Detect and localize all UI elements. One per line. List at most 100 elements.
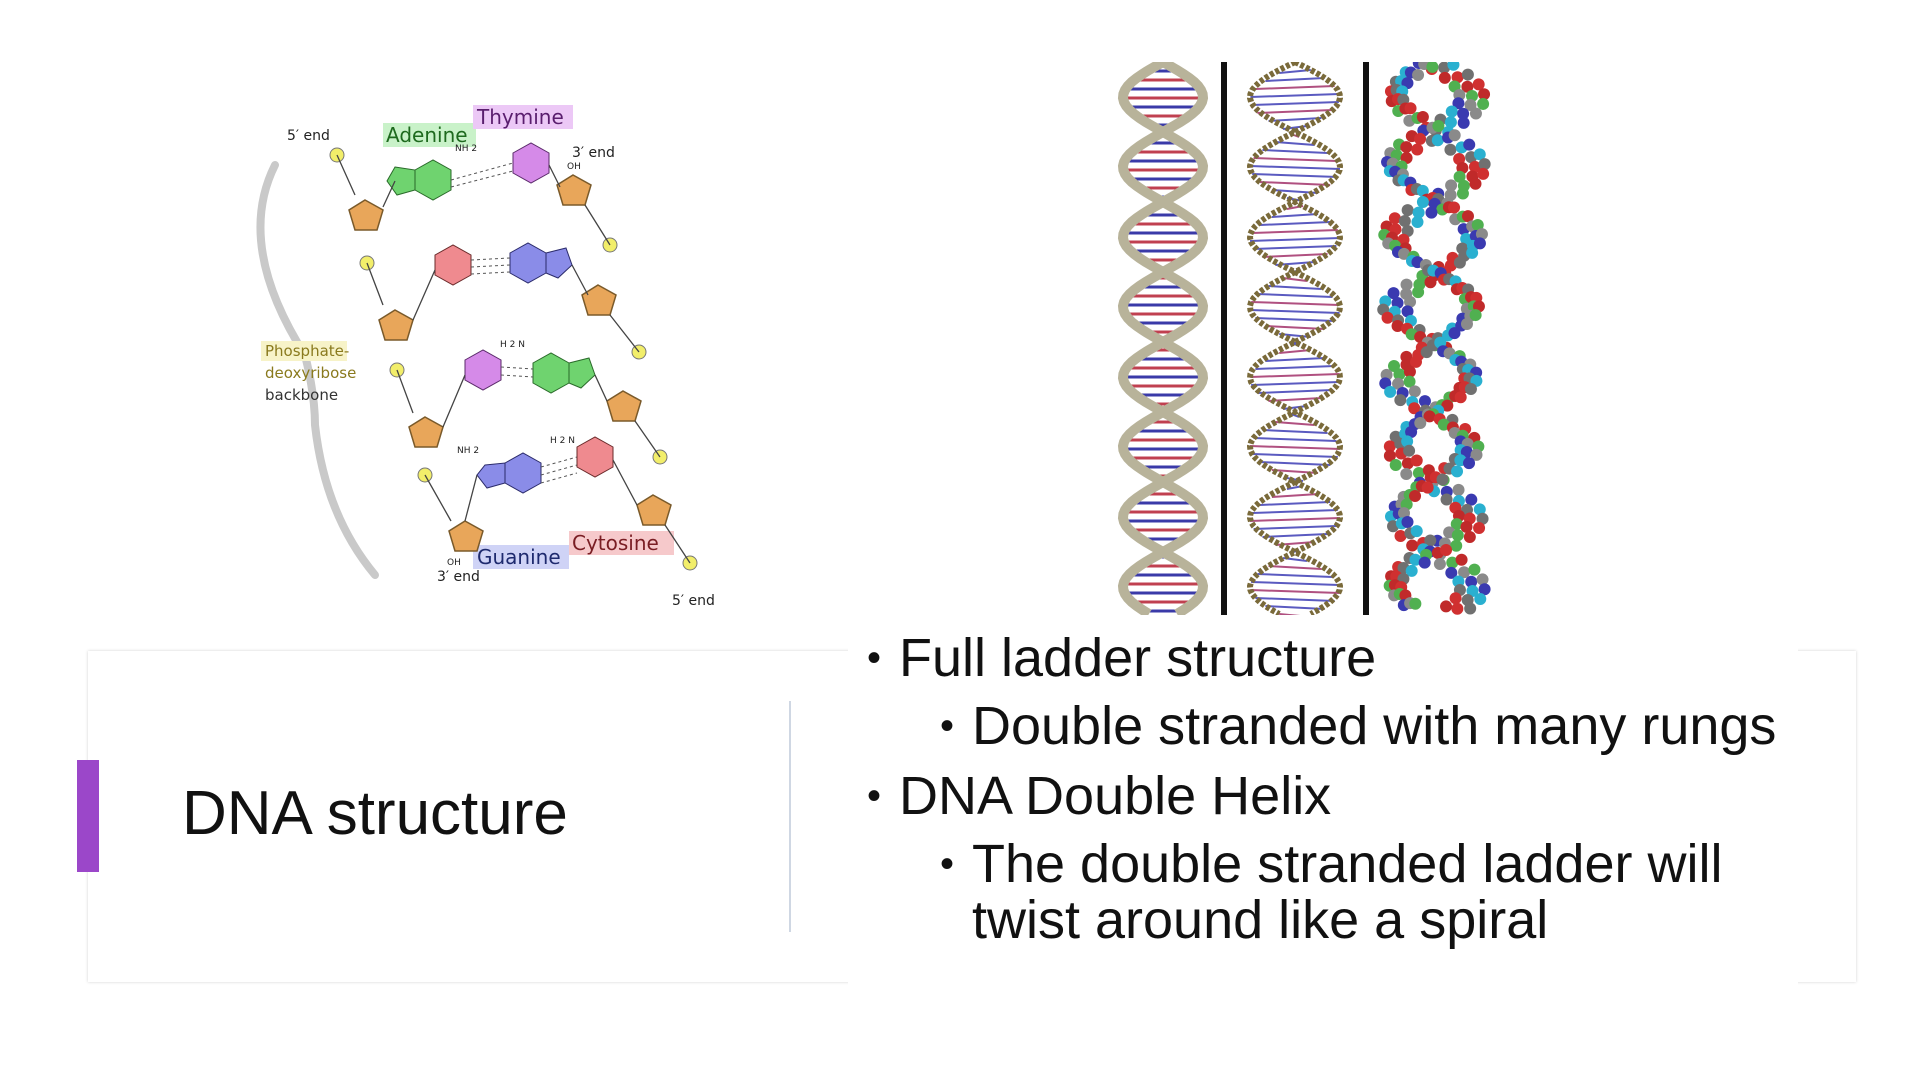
three-prime-end-top: 3′ end	[572, 145, 615, 161]
base-rung	[1253, 437, 1337, 442]
atom-sphere	[1447, 58, 1460, 71]
base-rung	[1259, 501, 1331, 506]
base-rung	[1255, 365, 1335, 370]
atom-sphere	[1469, 107, 1482, 120]
helix-models-svg	[1108, 57, 1505, 619]
atom-sphere	[1444, 143, 1457, 156]
atom-sphere	[1465, 493, 1478, 506]
guanine-label: Guanine	[477, 545, 561, 569]
atom-sphere	[1466, 246, 1479, 259]
base-rung	[1250, 237, 1340, 242]
atom-sphere	[1478, 583, 1491, 596]
bullet-dot: •	[867, 636, 882, 680]
base-rung	[1268, 397, 1322, 402]
atom-sphere	[1464, 98, 1477, 111]
atom-sphere	[1476, 573, 1489, 586]
base-rung	[1257, 109, 1333, 114]
atom-sphere	[1473, 503, 1486, 516]
atom-sphere	[1389, 458, 1402, 471]
atom-sphere	[1409, 489, 1422, 502]
backbone-label-line2: deoxyribose	[265, 364, 356, 382]
dna-double-helix-models-image	[1108, 57, 1505, 619]
base-rung	[1259, 181, 1331, 186]
thymine-label: Thymine	[476, 105, 564, 129]
atom-sphere	[1465, 89, 1478, 102]
atom-sphere	[1457, 107, 1470, 120]
atom-sphere	[1465, 575, 1478, 588]
atom-sphere	[1409, 553, 1422, 566]
base-rung	[1257, 293, 1333, 298]
backbone-brace	[256, 161, 379, 579]
backbone-sticks	[1246, 59, 1344, 617]
atom-sphere	[1445, 105, 1458, 118]
atom-sphere	[1444, 116, 1457, 129]
atom-sphere	[1466, 584, 1479, 597]
atom-sphere	[1453, 152, 1466, 165]
atom-sphere	[1446, 556, 1459, 569]
atom-sphere	[1401, 305, 1414, 318]
atom-sphere	[1404, 295, 1417, 308]
bullet-text: The double stranded ladder will twist ar…	[972, 834, 1723, 950]
backbone-sticks	[1246, 59, 1344, 617]
atom-sphere	[1400, 141, 1413, 154]
atom-sphere	[1406, 539, 1419, 552]
amine-label-1: NH 2	[455, 144, 477, 154]
atom-sphere	[1473, 148, 1486, 161]
atom-sphere	[1436, 473, 1449, 486]
base-rung	[1250, 93, 1340, 98]
slide-title: DNA structure	[182, 779, 568, 848]
atom-sphere	[1470, 448, 1483, 461]
base-rung	[1279, 349, 1311, 354]
atom-sphere	[1414, 417, 1427, 430]
atom-sphere	[1440, 493, 1453, 506]
atom-sphere	[1412, 69, 1425, 82]
base-pair-thymine-adenine	[442, 349, 608, 428]
atom-sphere	[1401, 435, 1414, 448]
base-rung	[1250, 309, 1340, 314]
atom-sphere	[1451, 529, 1464, 542]
bullet-level2: •Double stranded with many rungs	[867, 698, 1797, 754]
base-rung	[1282, 277, 1308, 282]
base-rung	[1262, 253, 1328, 258]
atom-sphere	[1393, 368, 1406, 381]
atom-sphere	[1410, 454, 1423, 467]
atom-sphere	[1445, 179, 1458, 192]
atom-sphere	[1383, 440, 1396, 453]
base-rung	[1265, 325, 1325, 330]
bullet-dot: •	[940, 842, 955, 886]
backbone-ribbon	[1117, 57, 1209, 619]
bullet-level2: • The double stranded ladder will twist a…	[867, 836, 1797, 948]
base-rung	[1251, 381, 1339, 386]
atom-sphere	[1418, 556, 1431, 569]
base-rung	[1252, 173, 1338, 178]
atom-sphere	[1424, 534, 1437, 547]
atom-sphere	[1477, 167, 1490, 180]
atom-sphere	[1411, 215, 1424, 228]
cytosine-label: Cytosine	[572, 531, 659, 555]
base-rung	[1265, 77, 1325, 82]
base-rung	[1253, 525, 1337, 530]
content-box	[848, 635, 1798, 1035]
atom-sphere	[1448, 129, 1461, 142]
atom-sphere	[1412, 206, 1425, 219]
atom-sphere	[1478, 88, 1491, 101]
atom-sphere	[1463, 138, 1476, 151]
atom-sphere	[1463, 530, 1476, 543]
atom-sphere	[1460, 446, 1473, 459]
atom-sphere	[1421, 481, 1434, 494]
atom-sphere	[1398, 215, 1411, 228]
bullet-level1: •Full ladder structure	[867, 628, 1797, 688]
backbone-ribbon	[1117, 57, 1209, 619]
base-pair-adenine-thymine	[382, 142, 561, 208]
atom-sphere	[1454, 391, 1467, 404]
base-rung	[1251, 301, 1339, 306]
atom-sphere	[1411, 143, 1424, 156]
base-rung	[1250, 445, 1340, 450]
atom-sphere	[1475, 228, 1488, 241]
base-rung	[1252, 229, 1338, 234]
amine-label-3: H 2 N	[500, 340, 525, 350]
atom-sphere	[1457, 116, 1470, 129]
atom-sphere	[1461, 210, 1474, 223]
atom-sphere	[1432, 120, 1445, 133]
